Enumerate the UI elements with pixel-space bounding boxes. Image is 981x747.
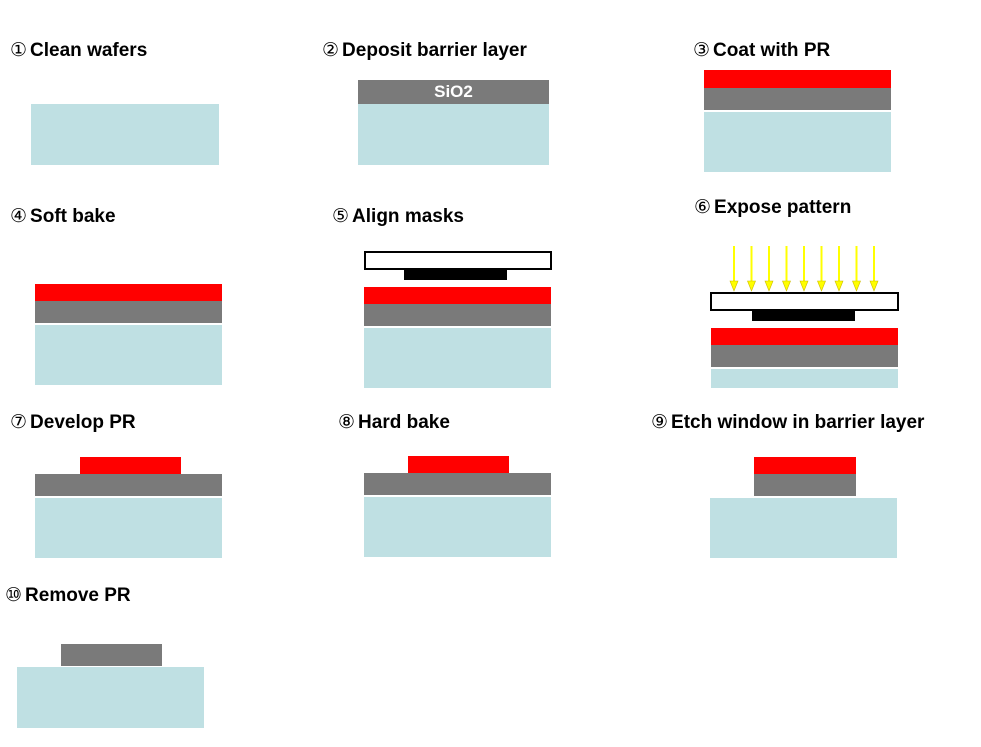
step-10-number: ⑩ — [5, 584, 23, 606]
step-1-text: Clean wafers — [30, 40, 148, 61]
step-5-substrate — [364, 328, 551, 388]
step-6-photoresist — [711, 328, 898, 345]
step-6-mask-pattern — [752, 309, 855, 321]
uv-arrow-head — [869, 280, 879, 292]
step-8-oxide-layer — [364, 473, 551, 495]
step-8-substrate — [364, 497, 551, 557]
uv-arrow-head — [852, 280, 861, 292]
step-3-text: Coat with PR — [713, 40, 831, 61]
step-8-number: ⑧ — [338, 411, 356, 433]
step-7-number: ⑦ — [10, 411, 28, 433]
step-7-oxide-layer — [35, 474, 222, 496]
uv-arrow-head — [834, 280, 844, 292]
step-5-mask-pattern — [404, 268, 507, 280]
step-3-photoresist — [704, 70, 891, 88]
step-1-number: ① — [10, 39, 28, 61]
step-8-photoresist-pattern — [408, 456, 509, 473]
step-2-number: ② — [322, 39, 340, 61]
step-6-text: Expose pattern — [714, 197, 852, 218]
step-6-number: ⑥ — [694, 196, 712, 218]
step-2-substrate — [358, 104, 549, 165]
step-9-number: ⑨ — [651, 411, 669, 433]
step-7-photoresist-pattern — [80, 457, 181, 474]
step-6-oxide-layer — [711, 345, 898, 367]
step-4-photoresist — [35, 284, 222, 301]
uv-arrow-head — [764, 280, 774, 292]
step-4-oxide-layer — [35, 301, 222, 323]
step-8-text: Hard bake — [358, 412, 450, 433]
step-1-substrate — [31, 104, 219, 165]
step-4-number: ④ — [10, 205, 28, 227]
step-4-text: Soft bake — [30, 206, 116, 227]
uv-arrow-head — [799, 280, 809, 292]
uv-arrow-head — [729, 280, 739, 292]
step-9-text: Etch window in barrier layer — [671, 412, 925, 433]
step-9-substrate — [710, 498, 897, 558]
step-10-oxide-pattern — [61, 644, 162, 666]
step-10-substrate — [17, 667, 204, 728]
step-6-substrate — [711, 369, 898, 388]
step-3-substrate — [704, 112, 891, 172]
oxide-label: SiO2 — [434, 82, 473, 101]
step-10-text: Remove PR — [25, 585, 131, 606]
step-7-text: Develop PR — [30, 412, 136, 433]
step-3-number: ③ — [693, 39, 711, 61]
uv-arrow-head — [782, 280, 791, 292]
step-6-uv-light-arrows — [729, 246, 879, 292]
step-5-text: Align masks — [352, 206, 464, 227]
uv-arrow-head — [817, 280, 826, 292]
step-7-substrate — [35, 498, 222, 558]
step-2-oxide-layer: SiO2 — [358, 80, 549, 104]
uv-arrow-head — [747, 280, 756, 292]
step-3-oxide-layer — [704, 88, 891, 110]
step-9-photoresist-pattern — [754, 457, 856, 474]
step-5-photoresist — [364, 287, 551, 304]
step-4-substrate — [35, 325, 222, 385]
step-5-number: ⑤ — [332, 205, 350, 227]
step-5-oxide-layer — [364, 304, 551, 326]
step-2-text: Deposit barrier layer — [342, 40, 527, 61]
step-9-oxide-window — [754, 474, 856, 496]
